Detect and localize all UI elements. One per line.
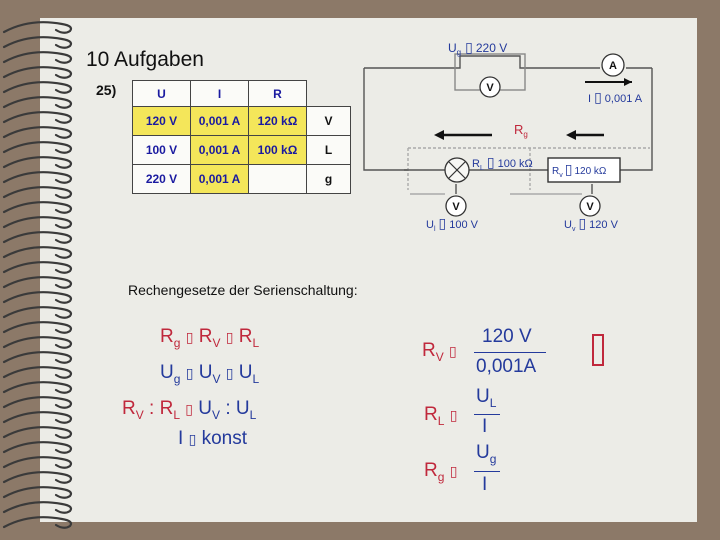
fraction-bar xyxy=(474,414,500,415)
series-circuit-diagram: V A V V Ug▯220 V I▯0,001 A RL▯100 kΩ Rv▯… xyxy=(363,40,653,233)
spiral-coil xyxy=(2,66,73,79)
spiral-coil xyxy=(2,381,73,394)
spiral-coil xyxy=(2,111,73,124)
formula-rv-lhs: RV ▯ xyxy=(422,340,457,364)
voltmeter-icon xyxy=(445,195,467,217)
spiral-coil xyxy=(2,351,73,364)
spiral-coil xyxy=(2,201,73,214)
formula-rg-lhs: Rg ▯ xyxy=(424,460,458,484)
spiral-coil xyxy=(2,216,73,229)
law-current-constant: I ▯ konst xyxy=(178,428,247,449)
fraction-bar xyxy=(474,471,500,472)
spiral-coil xyxy=(2,21,73,34)
formula-rl-lhs: RL ▯ xyxy=(424,404,458,428)
table-cell: 120 V xyxy=(132,106,191,136)
ammeter-label: A xyxy=(609,60,617,72)
formula-rl-numerator: UL xyxy=(476,386,497,410)
spiral-coil xyxy=(2,366,73,379)
formula-rv-denominator: 0,001A xyxy=(476,356,537,377)
table-header: I xyxy=(190,80,249,107)
table-header: R xyxy=(248,80,307,107)
voltmeter-icon xyxy=(579,195,601,217)
placeholder-bracket xyxy=(592,334,604,366)
table-row-tag: g xyxy=(306,164,351,194)
voltmeter-label: V xyxy=(486,82,494,94)
spiral-coil xyxy=(2,426,73,439)
spiral-coil xyxy=(2,156,73,169)
formula-rg-denominator: I xyxy=(482,474,488,495)
lamp-resistance-label: RL▯100 kΩ xyxy=(472,155,533,172)
lamp-voltage-label: Ul▯100 V xyxy=(426,216,479,233)
page-title: 10 Aufgaben xyxy=(86,48,204,71)
spiral-binding-icon xyxy=(2,21,73,529)
table-cell: 220 V xyxy=(132,164,191,194)
voltmeter-icon xyxy=(479,76,501,98)
spiral-coil xyxy=(2,96,73,109)
table-cell: 120 kΩ xyxy=(248,106,307,136)
spiral-coil xyxy=(2,36,73,49)
table-cell: 0,001 A xyxy=(190,106,249,136)
resistor-label: Rv▯120 kΩ xyxy=(552,162,607,179)
spiral-coil xyxy=(2,336,73,349)
spiral-coil xyxy=(2,186,73,199)
spiral-coil xyxy=(2,411,73,424)
values-table: U I R 120 V 0,001 A 120 kΩ V 100 V 0,001… xyxy=(132,80,351,194)
spiral-coil xyxy=(2,471,73,484)
current-label: I▯0,001 A xyxy=(588,90,643,106)
law-ratio: RV : RL ▯ UV : UL xyxy=(122,398,257,422)
spiral-coil xyxy=(2,456,73,469)
spiral-coil xyxy=(2,441,73,454)
spiral-coil xyxy=(2,516,73,529)
spiral-coil xyxy=(2,261,73,274)
spiral-coil xyxy=(2,396,73,409)
spiral-coil xyxy=(2,171,73,184)
table-header: U xyxy=(132,80,191,107)
table-cell: 100 V xyxy=(132,135,191,165)
table-row-tag: L xyxy=(306,135,351,165)
spiral-coil xyxy=(2,486,73,499)
spiral-coil xyxy=(2,81,73,94)
spiral-coil xyxy=(2,51,73,64)
spiral-coil xyxy=(2,126,73,139)
spiral-coil xyxy=(2,141,73,154)
table-row-tag: V xyxy=(306,106,351,136)
fraction-bar xyxy=(474,352,546,353)
resistor-voltage-label: Uv▯120 V xyxy=(564,216,619,233)
spiral-coil xyxy=(2,276,73,289)
spiral-coil xyxy=(2,501,73,514)
source-voltage-label: Ug▯220 V xyxy=(448,40,507,57)
formula-rl-denominator: I xyxy=(482,416,488,437)
voltmeter-label: V xyxy=(586,201,594,213)
spiral-coil xyxy=(2,231,73,244)
table-cell: 0,001 A xyxy=(190,164,249,194)
task-number: 25) xyxy=(96,82,117,98)
formula-rg-numerator: Ug xyxy=(476,442,497,466)
voltmeter-label: V xyxy=(452,201,460,213)
spiral-coil xyxy=(2,321,73,334)
formula-rv-numerator: 120 V xyxy=(482,326,532,347)
law-voltage-sum: Ug ▯ UV ▯ UL xyxy=(160,362,260,386)
table-cell: 100 kΩ xyxy=(248,135,307,165)
spiral-coil xyxy=(2,306,73,319)
total-resistance-label: Rg xyxy=(514,122,528,139)
section-subtitle: Rechengesetze der Serienschaltung: xyxy=(128,282,358,298)
spiral-coil xyxy=(2,246,73,259)
ammeter-icon xyxy=(601,53,625,77)
spiral-coil xyxy=(2,291,73,304)
table-cell xyxy=(248,164,307,194)
table-cell: 0,001 A xyxy=(190,135,249,165)
law-resistance-sum: Rg ▯ RV ▯ RL xyxy=(160,326,260,350)
